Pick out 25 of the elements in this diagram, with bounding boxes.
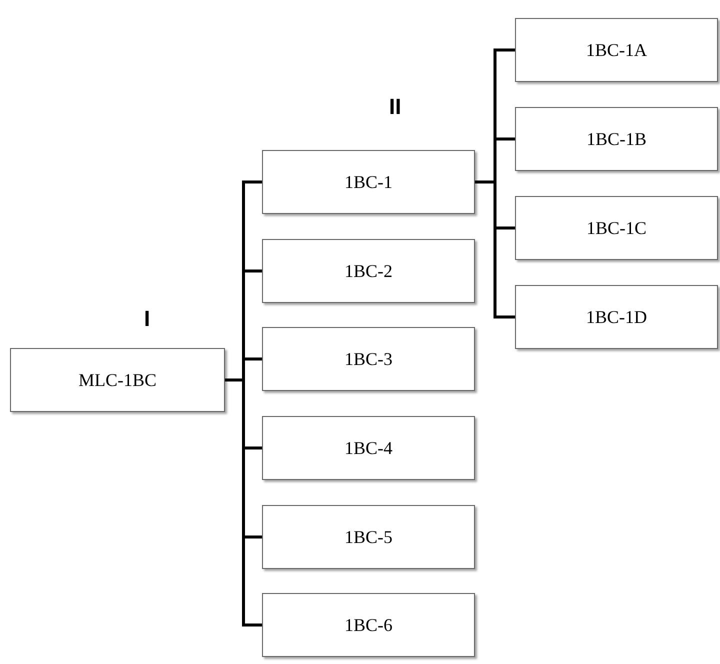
node-box [262,505,475,569]
node-label: 1BC-1 [344,172,392,192]
node-label: 1BC-6 [344,614,392,636]
node-box [262,150,475,214]
level-numeral: II [389,94,402,120]
node-label: MLC-1BC [78,370,156,390]
node-label: 1BC-3 [344,348,392,370]
node-box [10,348,225,412]
level-numeral: I [144,306,150,332]
node-box [515,18,718,82]
node-label: 1BC-2 [344,260,392,282]
node-label: 1BC-1D [586,306,647,328]
node-label: 1BC-1A [586,40,647,60]
node-box [262,239,475,303]
node-box [262,327,475,391]
node-box [515,107,718,171]
node-box [262,593,475,657]
connector-line [225,378,262,626]
node-label: 1BC-1B [586,128,646,150]
node-box [515,196,718,260]
node-box [262,416,475,480]
node-label: 1BC-5 [344,526,392,548]
node-label: 1BC-1C [586,218,646,238]
node-box [515,285,718,349]
node-label: 1BC-4 [344,438,392,458]
